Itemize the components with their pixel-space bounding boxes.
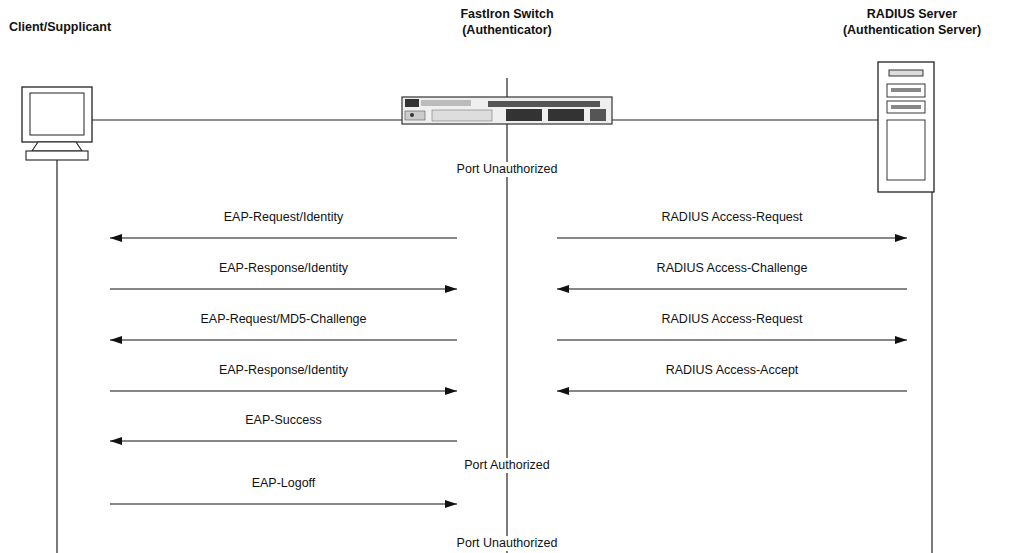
server-lifeline xyxy=(931,192,932,553)
port-state: Port Authorized xyxy=(461,458,552,473)
participant-name: FastIron Switch (Authenticator) xyxy=(451,6,563,38)
message-label: EAP-Logoff xyxy=(252,476,316,491)
port-state: Port Unauthorized xyxy=(454,162,561,177)
message-label: RADIUS Access-Challenge xyxy=(657,261,808,276)
switch-icon xyxy=(402,97,612,124)
client-lifeline xyxy=(56,160,57,553)
message-label: RADIUS Access-Request xyxy=(661,312,802,327)
message-label: RADIUS Access-Request xyxy=(661,210,802,225)
message-arrow xyxy=(110,503,457,504)
switch-lifeline xyxy=(506,78,507,553)
message-arrow xyxy=(110,288,457,289)
message-arrow xyxy=(110,339,457,340)
message-arrow xyxy=(110,440,457,441)
participant-heading: FastIron Switch (Authenticator) xyxy=(451,6,563,38)
message-label: EAP-Request/MD5-Challenge xyxy=(200,312,366,327)
participant-name: Client/Supplicant xyxy=(9,19,139,35)
participant-name: RADIUS Server (Authentication Server) xyxy=(837,6,987,38)
message-arrow xyxy=(557,288,907,289)
network-cable xyxy=(92,119,402,120)
message-label: EAP-Success xyxy=(245,413,321,428)
participant-heading: Client/Supplicant xyxy=(9,19,139,35)
message-arrow xyxy=(557,390,907,391)
message-arrow xyxy=(110,237,457,238)
message-label: EAP-Response/Identity xyxy=(219,363,348,378)
participant-heading: RADIUS Server (Authentication Server) xyxy=(837,6,987,38)
network-cable xyxy=(612,119,878,120)
computer-icon xyxy=(22,87,92,160)
message-arrow xyxy=(110,390,457,391)
port-state: Port Unauthorized xyxy=(454,536,561,551)
message-label: EAP-Response/Identity xyxy=(219,261,348,276)
message-label: RADIUS Access-Accept xyxy=(666,363,799,378)
server-icon xyxy=(878,62,934,192)
message-arrow xyxy=(557,339,907,340)
message-arrow xyxy=(557,237,907,238)
message-label: EAP-Request/Identity xyxy=(224,210,344,225)
